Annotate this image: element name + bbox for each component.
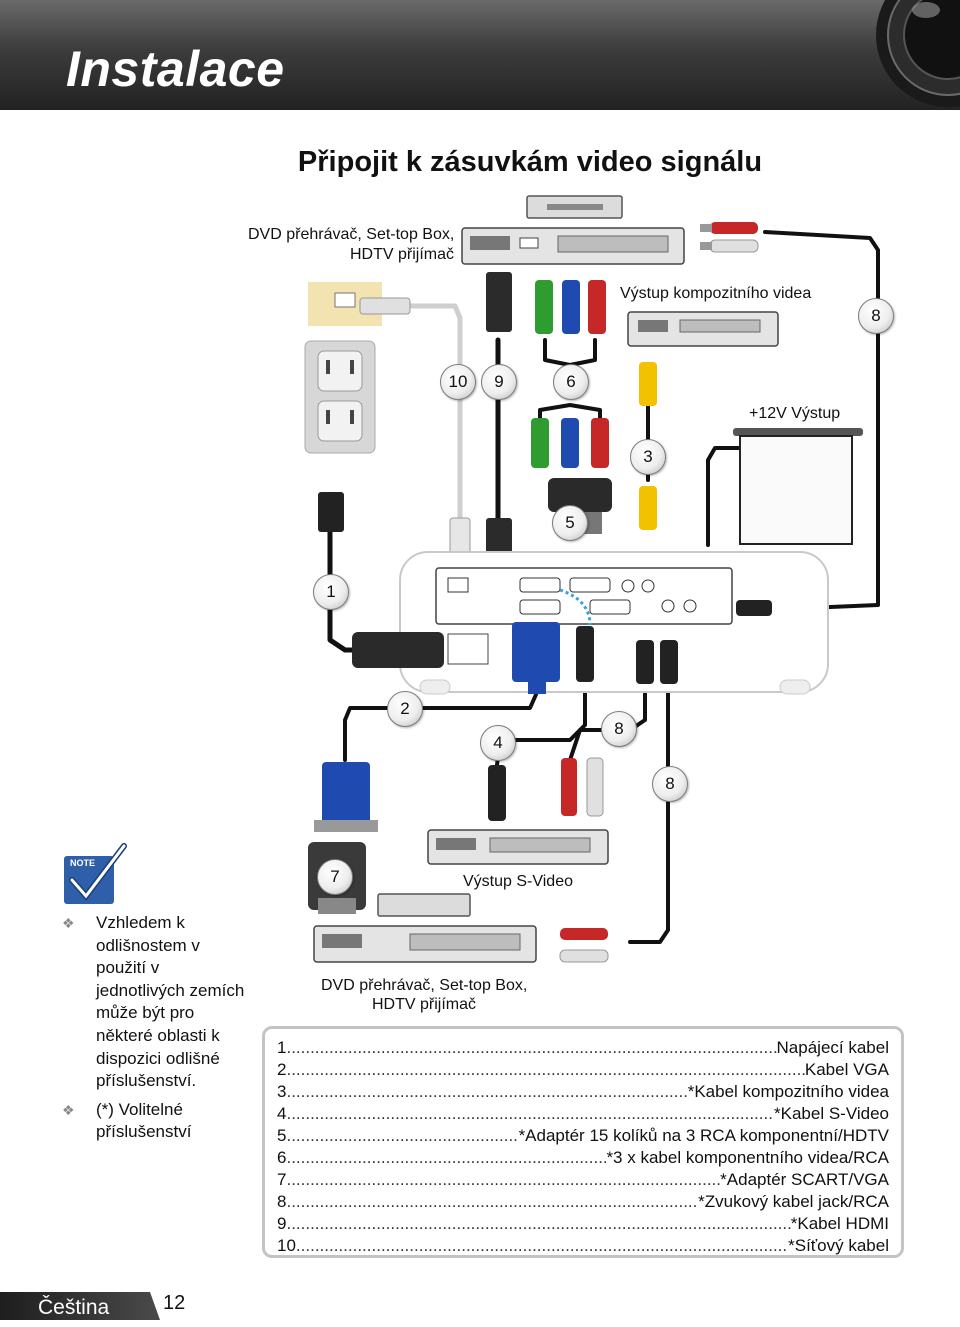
- callout-badge: 2: [387, 691, 423, 727]
- svideo-plug: [576, 626, 594, 682]
- legend-row: 5*Adaptér 15 kolíků na 3 RCA komponentní…: [277, 1125, 889, 1147]
- svideo-device: [427, 829, 609, 865]
- label-dvd-top-line2: HDTV přijímač: [350, 246, 455, 263]
- bullet-icon: ❖: [62, 1101, 75, 1118]
- footer-language-tab: [0, 1292, 160, 1320]
- legend-row: 1Napájecí kabel: [277, 1037, 889, 1059]
- power-plug: [318, 492, 344, 532]
- audio-jack-1: [636, 640, 654, 684]
- composite-video-device: [627, 311, 779, 347]
- callout-badge: 9: [481, 364, 517, 400]
- cable-legend: 1Napájecí kabel 2Kabel VGA 3*Kabel kompo…: [262, 1026, 904, 1258]
- cable-vga: [343, 688, 540, 762]
- callout-badge: 5: [552, 505, 588, 541]
- hdmi-plug-top: [486, 272, 512, 332]
- projection-screen: [733, 428, 863, 545]
- note-box: ❖ Vzhledem k odlišnostem v použití v jed…: [60, 912, 245, 1150]
- dvd-player-top: [461, 195, 685, 265]
- callout-badge: 7: [317, 859, 353, 895]
- note-icon-text: NOTE: [70, 858, 95, 868]
- section-title: Instalace: [66, 41, 285, 97]
- label-dvd-top-line1: DVD přehrávač, Set-top Box,: [248, 226, 455, 243]
- callout-badge: 8: [601, 711, 637, 747]
- legend-row: 10*Síťový kabel: [277, 1235, 889, 1257]
- cable-component-lower: [538, 403, 602, 422]
- legend-row: 4*Kabel S-Video: [277, 1103, 889, 1125]
- hdmi-plug-bottom: [486, 518, 512, 560]
- vga-plug-projector: [512, 622, 560, 694]
- callout-badge: 4: [480, 725, 516, 761]
- label-svideo-out: Výstup S-Video: [463, 873, 573, 890]
- callout-badge: 10: [440, 364, 476, 400]
- legend-row: 7*Adaptér SCART/VGA: [277, 1169, 889, 1191]
- projector: [399, 551, 829, 695]
- bullet-icon: ❖: [62, 915, 75, 931]
- cable-audio-bottom: [628, 678, 670, 944]
- footer-language: Čeština: [38, 1296, 110, 1319]
- callout-badge: 3: [630, 439, 666, 475]
- page-number: 12: [163, 1292, 186, 1314]
- lens-graphic: [876, 0, 960, 107]
- legend-row: 9*Kabel HDMI: [277, 1213, 889, 1235]
- callout-badge: 1: [313, 574, 349, 610]
- legend-row: 3*Kabel kompozitního videa: [277, 1081, 889, 1103]
- svideo-plug-lower: [488, 765, 506, 821]
- label-dvd-bottom-line1: DVD přehrávač, Set-top Box,: [321, 977, 528, 994]
- callout-badge: 8: [652, 766, 688, 802]
- rca-plugs-bottom: [559, 928, 609, 963]
- cable-12v: [706, 446, 742, 547]
- audio-jack-2: [660, 640, 678, 684]
- note-item: ❖ (*) Volitelné příslušenství: [62, 1099, 192, 1142]
- rca-plugs-mid: [561, 757, 604, 817]
- power-outlet: [304, 340, 376, 454]
- label-12v: +12V Výstup: [749, 405, 841, 422]
- cable-network: [407, 303, 463, 523]
- composite-plugs: [639, 362, 657, 530]
- component-plugs-top: [535, 280, 606, 334]
- dvd-player-bottom: [313, 893, 537, 963]
- legend-row: 2Kabel VGA: [277, 1059, 889, 1081]
- callout-badge: 6: [553, 364, 589, 400]
- note-icon: NOTE: [64, 843, 127, 904]
- label-dvd-bottom-line2: HDTV přijímač: [372, 996, 477, 1013]
- label-composite-out: Výstup kompozitního videa: [620, 285, 812, 302]
- rca-plugs-top: [700, 222, 759, 253]
- note-item: ❖ Vzhledem k odlišnostem v použití v jed…: [62, 913, 245, 1091]
- legend-row: 8*Zvukový kabel jack/RCA: [277, 1191, 889, 1213]
- audio-jack-12v: [736, 600, 772, 616]
- cable-audio-top: [758, 230, 880, 612]
- network-wall-jack: [308, 282, 411, 326]
- legend-row: 6*3 x kabel komponentního videa/RCA: [277, 1147, 889, 1169]
- callout-badge: 8: [858, 298, 894, 334]
- vga-plug-lower: [314, 762, 378, 832]
- cable-component-upper: [543, 338, 597, 367]
- power-cord-connector: [352, 632, 444, 668]
- page-heading: Připojit k zásuvkám video signálu: [297, 146, 763, 178]
- header-bar: [0, 0, 960, 110]
